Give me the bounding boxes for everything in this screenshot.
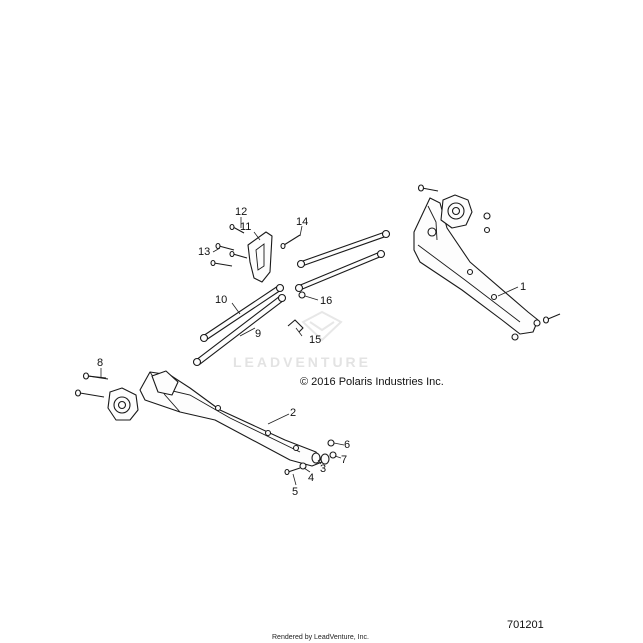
callout-2: 2 bbox=[290, 407, 296, 419]
leader-lines bbox=[100, 217, 519, 486]
bolt-right-top bbox=[417, 184, 439, 192]
callout-11: 11 bbox=[240, 221, 251, 233]
callout-8: 8 bbox=[97, 357, 103, 369]
bolt-left-lower bbox=[74, 389, 105, 398]
bracket-11 bbox=[247, 231, 273, 283]
callout-16: 16 bbox=[320, 295, 332, 307]
footer-text: Rendered by LeadVenture, Inc. bbox=[272, 634, 369, 641]
knuckle-right bbox=[440, 194, 473, 229]
nut-4 bbox=[299, 462, 307, 470]
control-rod-9 bbox=[192, 293, 287, 367]
nut-6 bbox=[327, 439, 335, 447]
nut-right-top bbox=[483, 212, 491, 234]
callout-7: 7 bbox=[341, 454, 347, 466]
callout-15: 15 bbox=[309, 334, 321, 346]
watermark-logo bbox=[301, 310, 343, 342]
diagram-id: 701201 bbox=[507, 619, 544, 631]
callout-3: 3 bbox=[320, 463, 326, 475]
callout-10: 10 bbox=[215, 294, 227, 306]
knuckle-left bbox=[107, 387, 139, 421]
washer-7 bbox=[329, 451, 337, 459]
callout-4: 4 bbox=[308, 472, 314, 484]
bolt-5 bbox=[284, 467, 301, 476]
trailing-arm-right bbox=[413, 197, 539, 335]
callout-5: 5 bbox=[292, 486, 298, 498]
bolts-13 bbox=[210, 242, 248, 267]
callout-14: 14 bbox=[296, 216, 308, 228]
watermark-text: LEADVENTURE bbox=[233, 354, 371, 370]
bolt-8 bbox=[87, 375, 107, 379]
callout-12: 12 bbox=[235, 206, 247, 218]
control-rod-10 bbox=[199, 283, 285, 343]
copyright-text: © 2016 Polaris Industries Inc. bbox=[300, 376, 444, 388]
bolt-12 bbox=[229, 223, 245, 234]
bolt-14 bbox=[280, 234, 301, 250]
bolt-right-rear bbox=[511, 313, 561, 341]
upper-link-rod bbox=[296, 229, 391, 269]
clip-15 bbox=[287, 319, 304, 333]
callout-13: 13 bbox=[198, 246, 210, 258]
callout-1: 1 bbox=[520, 281, 526, 293]
lower-link-rod bbox=[294, 249, 386, 293]
callout-9: 9 bbox=[255, 328, 261, 340]
callout-6: 6 bbox=[344, 439, 350, 451]
nut-16 bbox=[298, 291, 306, 299]
